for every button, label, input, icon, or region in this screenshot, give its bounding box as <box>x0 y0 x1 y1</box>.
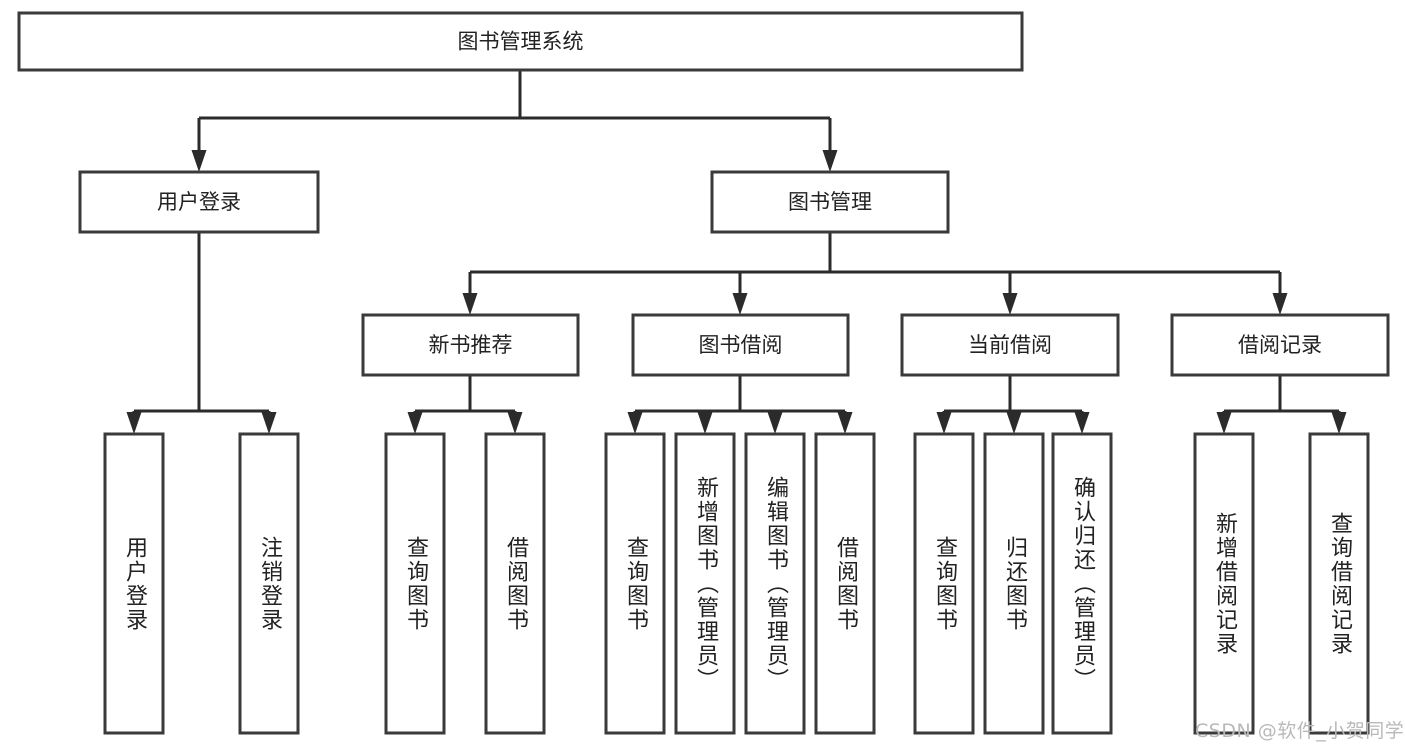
node-box-leaf-borrow-query-book[interactable] <box>604 432 666 735</box>
arrow-head-icon <box>627 412 643 434</box>
connector-group-root-to-level2 <box>191 70 838 172</box>
node-label-user-login: 用户登录 <box>157 190 241 214</box>
node-box-leaf-borrow-add-book[interactable] <box>674 432 736 735</box>
node-label-book-borrow: 图书借阅 <box>699 333 783 357</box>
node-box-root[interactable] <box>17 11 1024 72</box>
node-label-book-manage: 图书管理 <box>788 190 872 214</box>
node-label-current-borrow: 当前借阅 <box>968 333 1052 357</box>
node-box-new-book-rec[interactable] <box>361 313 580 377</box>
connector-group-newbook-to-leaves <box>407 375 523 434</box>
node-box-leaf-rec-query-record[interactable] <box>1308 432 1370 735</box>
node-box-leaf-user-logout[interactable] <box>238 432 300 735</box>
node-box-layer <box>17 11 1390 735</box>
connector-group-currentborrow-to-leaves <box>936 375 1090 434</box>
node-box-book-borrow[interactable] <box>631 313 850 377</box>
connector-group-bookborrow-to-leaves <box>627 375 853 434</box>
node-label-new-book-rec: 新书推荐 <box>429 333 513 357</box>
csdn-watermark: CSDN @软件_小贺同学 <box>1195 720 1405 742</box>
node-box-leaf-cur-query-book[interactable] <box>913 432 975 735</box>
connector-group-bookmanage-to-level3 <box>462 232 1288 315</box>
node-box-leaf-rec-query-book[interactable] <box>384 432 446 735</box>
arrow-head-icon <box>1331 412 1347 434</box>
node-box-current-borrow[interactable] <box>900 313 1120 377</box>
arrow-head-icon <box>261 412 277 434</box>
node-box-leaf-user-login[interactable] <box>103 432 165 735</box>
arrow-head-icon <box>732 293 748 315</box>
node-box-leaf-rec-add-record[interactable] <box>1193 432 1255 735</box>
node-label-root: 图书管理系统 <box>458 30 584 54</box>
arrow-head-icon <box>822 150 838 172</box>
node-box-borrow-record[interactable] <box>1170 313 1390 377</box>
node-box-leaf-cur-return-book[interactable] <box>983 432 1045 735</box>
arrow-head-icon <box>1272 293 1288 315</box>
connector-layer <box>126 70 1347 434</box>
arrow-head-icon <box>697 412 713 434</box>
arrow-head-icon <box>126 412 142 434</box>
arrow-head-icon <box>191 150 207 172</box>
node-box-leaf-cur-confirm-return[interactable] <box>1051 432 1113 735</box>
arrow-head-icon <box>1002 293 1018 315</box>
node-box-leaf-borrow-edit-book[interactable] <box>744 432 806 735</box>
node-box-leaf-rec-borrow-book[interactable] <box>484 432 546 735</box>
arrow-head-icon <box>1006 412 1022 434</box>
arrow-head-icon <box>1074 412 1090 434</box>
node-box-book-manage[interactable] <box>710 170 950 234</box>
node-box-leaf-borrow-borrow-book[interactable] <box>814 432 876 735</box>
node-box-user-login[interactable] <box>78 170 320 234</box>
arrow-head-icon <box>1216 412 1232 434</box>
arrow-head-icon <box>837 412 853 434</box>
arrow-head-icon <box>407 412 423 434</box>
arrow-head-icon <box>936 412 952 434</box>
connector-group-userlogin-to-leaves <box>126 232 277 434</box>
node-label-borrow-record: 借阅记录 <box>1238 333 1322 357</box>
arrow-head-icon <box>462 293 478 315</box>
connector-group-borrowrecord-to-leaves <box>1216 375 1347 434</box>
arrow-head-icon <box>507 412 523 434</box>
arrow-head-icon <box>767 412 783 434</box>
